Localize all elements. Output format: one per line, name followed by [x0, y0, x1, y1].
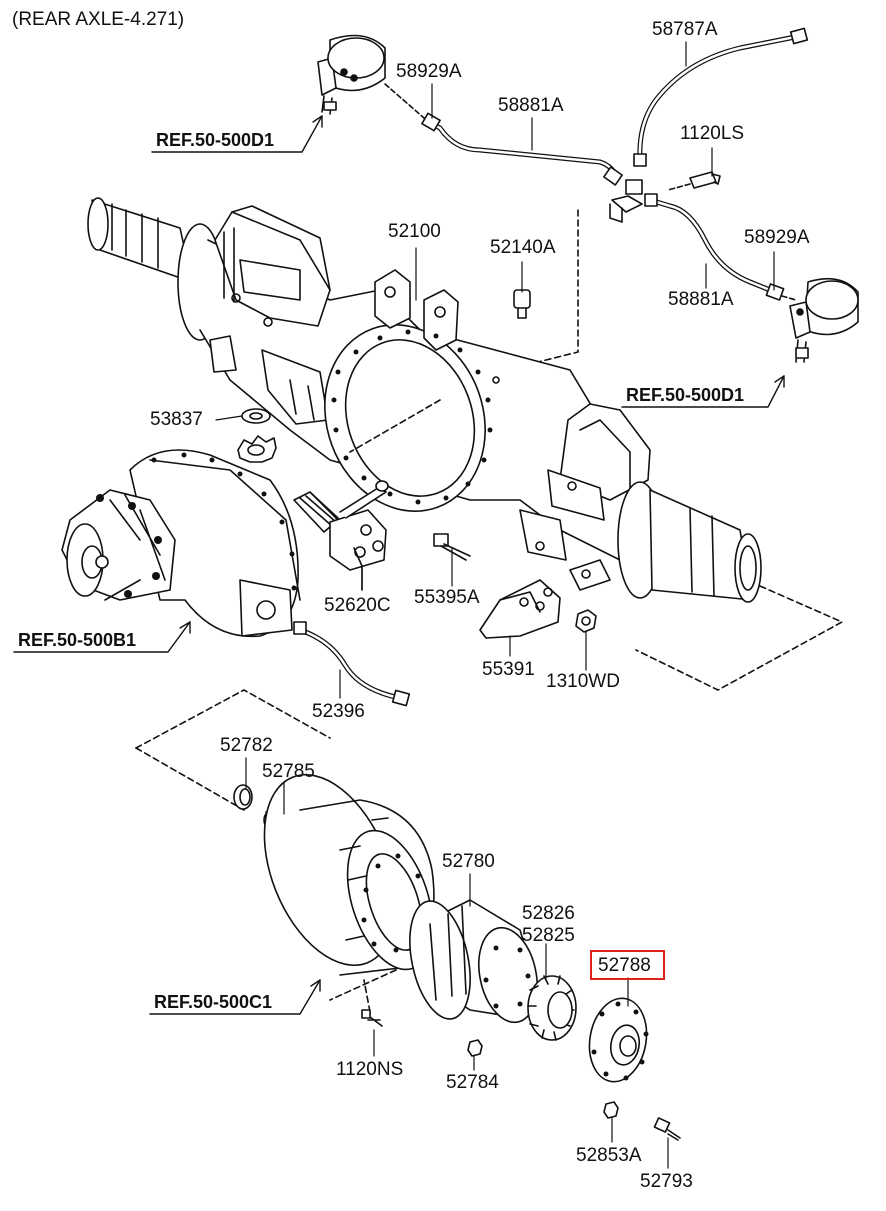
- ref-link-d1-top[interactable]: REF.50-500D1: [156, 130, 275, 150]
- brake-chamber-right: [789, 277, 859, 363]
- part-58881A-top[interactable]: 58881A: [498, 95, 564, 116]
- thrust-washer-53837: [241, 408, 271, 424]
- hose-58881A-right: [644, 193, 797, 301]
- bolt-55395A: [433, 533, 471, 561]
- part-58929A-right[interactable]: 58929A: [744, 227, 810, 248]
- nut-1310WD: [575, 609, 597, 633]
- part-58929A-top[interactable]: 58929A: [396, 61, 462, 82]
- part-55395A[interactable]: 55395A: [414, 587, 480, 608]
- differential-carrier: [61, 449, 301, 638]
- part-58787A[interactable]: 58787A: [652, 19, 718, 40]
- ref-link-b1[interactable]: REF.50-500B1: [18, 630, 137, 650]
- ref-arrows: [13, 115, 785, 1015]
- part-52782[interactable]: 52782: [220, 735, 273, 756]
- part-52780[interactable]: 52780: [442, 851, 495, 872]
- part-1310WD[interactable]: 1310WD: [546, 671, 620, 692]
- hub-cover-52788: [588, 997, 649, 1083]
- hose-58881A-top: [384, 83, 623, 186]
- nut-52784: [467, 1039, 483, 1057]
- ref-link-d1-right[interactable]: REF.50-500D1: [626, 385, 745, 405]
- part-52140A[interactable]: 52140A: [490, 237, 556, 258]
- part-52620C[interactable]: 52620C: [324, 595, 391, 616]
- part-52793[interactable]: 52793: [640, 1171, 693, 1192]
- part-52788[interactable]: 52788: [598, 955, 651, 976]
- oil-seal-52782: [233, 784, 253, 810]
- dashed-guides: [135, 399, 843, 1013]
- brake-chamber-top: [317, 34, 386, 115]
- bolt-52793: [653, 1117, 681, 1141]
- ref-link-c1[interactable]: REF.50-500C1: [154, 992, 273, 1012]
- nut-52853A: [603, 1101, 619, 1119]
- leader-lines: [215, 41, 775, 1169]
- part-52100[interactable]: 52100: [388, 221, 441, 242]
- diff-lock-actuator-52620C: [293, 480, 389, 591]
- part-52825[interactable]: 52825: [522, 925, 575, 946]
- part-1120NS[interactable]: 1120NS: [336, 1059, 404, 1080]
- tee-fitting: [609, 171, 721, 223]
- gear-52826: [527, 975, 577, 1041]
- tube-52396: [293, 621, 411, 707]
- part-53837[interactable]: 53837: [150, 409, 203, 430]
- part-52853A[interactable]: 52853A: [576, 1145, 642, 1166]
- breather-52140A: [513, 289, 531, 319]
- guide-line: [537, 209, 579, 363]
- axle-housing: [87, 197, 762, 603]
- diagram-caption: (REAR AXLE-4.271): [12, 9, 185, 30]
- part-52784[interactable]: 52784: [446, 1072, 499, 1093]
- part-52785[interactable]: 52785: [262, 761, 315, 782]
- bolt-1120NS: [361, 1009, 383, 1027]
- part-52826[interactable]: 52826: [522, 903, 575, 924]
- bracket-55391: [479, 579, 561, 639]
- part-1120LS[interactable]: 1120LS: [680, 123, 745, 144]
- highlight-box: [590, 950, 665, 980]
- part-52396[interactable]: 52396: [312, 701, 365, 722]
- hose-58787A: [633, 27, 809, 167]
- wheel-hub-52780: [409, 899, 539, 1024]
- part-55391[interactable]: 55391: [482, 659, 535, 680]
- side-gear: [237, 435, 277, 463]
- part-58881A-right[interactable]: 58881A: [668, 289, 734, 310]
